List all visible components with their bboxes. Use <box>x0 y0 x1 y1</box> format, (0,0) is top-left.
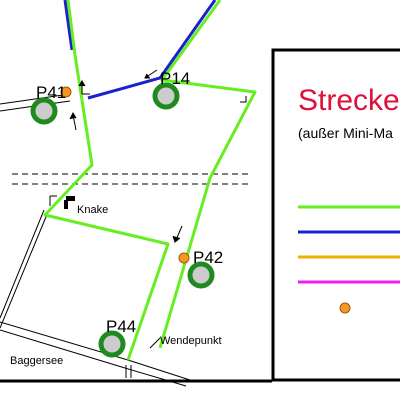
legend-title: Strecken <box>298 84 400 117</box>
legend-panel: Strecken (außer Mini-Ma <box>271 48 400 382</box>
legend-orange-marker <box>339 302 351 314</box>
dashed-highway <box>12 173 250 185</box>
legend-subtitle: (außer Mini-Ma <box>298 125 393 141</box>
point-label-p41: P41 <box>36 83 66 102</box>
orange-marker[interactable] <box>178 252 190 264</box>
point-marker-p44[interactable] <box>98 330 126 358</box>
point-marker-p42[interactable] <box>187 261 215 289</box>
road-upper-left-a <box>0 93 71 105</box>
point-label-p42: P42 <box>193 248 223 267</box>
road-left-b <box>0 211 49 329</box>
road-left-a <box>0 209 45 319</box>
orange-marker[interactable] <box>60 86 72 98</box>
point-marker-p14[interactable] <box>152 82 180 110</box>
place-label-knake: Knake <box>77 204 108 216</box>
place-label-baggersee: Baggersee <box>10 355 63 367</box>
blue-route <box>63 0 217 100</box>
place-label-wendepunkt: Wendepunkt <box>160 335 222 347</box>
point-label-p44: P44 <box>106 317 136 336</box>
road-bottom-a <box>0 321 191 381</box>
direction-arrows <box>49 69 247 349</box>
green-route <box>43 0 257 361</box>
point-label-p14: P14 <box>160 69 190 88</box>
knake-icon <box>64 196 75 209</box>
point-marker-p41[interactable] <box>30 97 58 125</box>
